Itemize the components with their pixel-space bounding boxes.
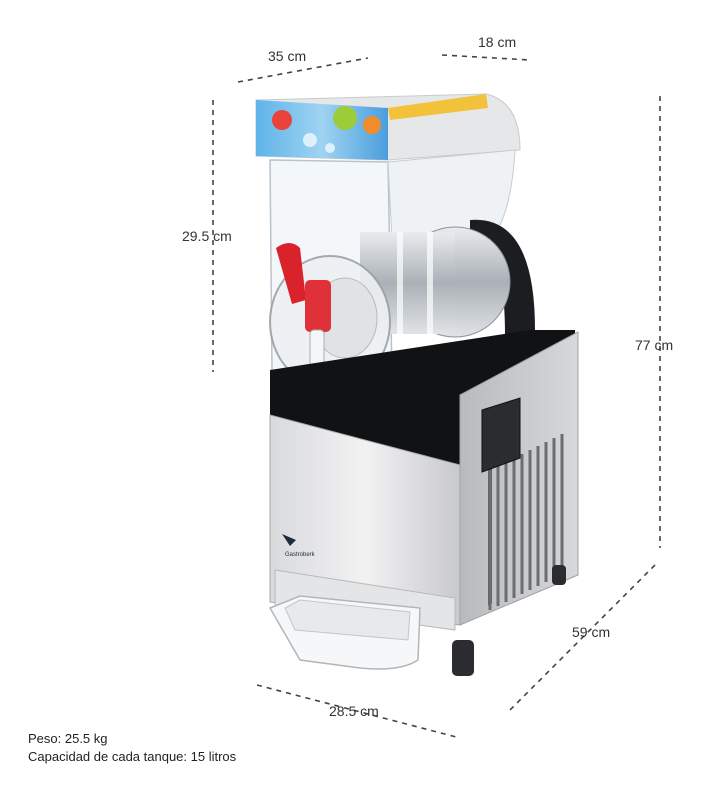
brand-logo: Gastroberk [282, 534, 316, 558]
tank-height-label: 29.5 cm [182, 228, 232, 244]
vent-slots [488, 434, 564, 610]
total-height-label: 77 cm [635, 337, 674, 353]
width-top-label: 35 cm [268, 48, 307, 64]
capacity-spec: Capacidad de cada tanque: 15 litros [28, 749, 237, 764]
depth-base-label: 59 cm [572, 624, 611, 640]
red-tap [276, 243, 331, 391]
switch-panel [481, 397, 521, 473]
top-cover [255, 93, 521, 161]
width-base-label: 28.5 cm [329, 703, 379, 719]
svg-text:Gastroberk: Gastroberk [285, 552, 316, 558]
dimension-lines [212, 54, 661, 739]
foot [452, 640, 474, 676]
foot [552, 565, 566, 585]
weight-spec: Peso: 25.5 kg [28, 731, 108, 746]
depth-top-label: 18 cm [478, 34, 517, 50]
